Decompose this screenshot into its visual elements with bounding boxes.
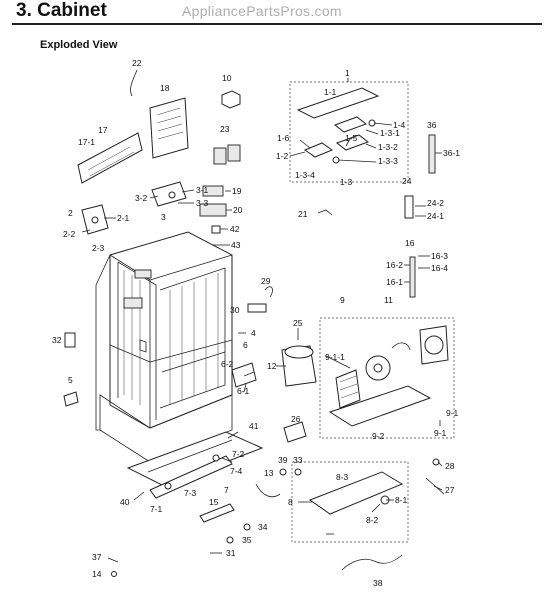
callout-6-1: 6-1 xyxy=(237,386,250,396)
callout-3-1: 3-1 xyxy=(196,185,209,195)
callout-20: 20 xyxy=(233,205,243,215)
callout-39: 39 xyxy=(278,455,288,465)
callout-22: 22 xyxy=(132,58,142,68)
callout-2: 2 xyxy=(68,208,73,218)
callout-36-1: 36-1 xyxy=(443,148,460,158)
callout-4: 4 xyxy=(251,328,256,338)
callout-36: 36 xyxy=(427,120,437,130)
callout-9-1-1: 9-1-1 xyxy=(325,352,345,362)
callout-17: 17 xyxy=(98,125,108,135)
callout-24: 24 xyxy=(402,176,412,186)
callout-7-2: 7-2 xyxy=(232,449,245,459)
callout-5: 5 xyxy=(68,375,73,385)
part-18-panel xyxy=(149,97,189,159)
callout-2-1: 2-1 xyxy=(117,213,130,223)
callout-26: 26 xyxy=(291,414,301,424)
callout-1: 1 xyxy=(345,68,350,78)
callout-9: 9 xyxy=(340,295,345,305)
section-subtitle: Exploded View xyxy=(40,39,118,51)
callout-11: 11 xyxy=(384,295,393,305)
callout-13: 13 xyxy=(264,468,274,478)
callout-1-6: 1-6 xyxy=(277,133,290,143)
callout-9-1: 9-1 xyxy=(446,408,459,418)
callout-7-3: 7-3 xyxy=(184,488,197,498)
callout-9-1-b: 9-1 xyxy=(434,428,447,438)
callout-7-4: 7-4 xyxy=(230,466,243,476)
callout-7-1: 7-1 xyxy=(150,504,163,514)
callout-14: 14 xyxy=(92,569,102,579)
callout-40: 40 xyxy=(120,497,130,507)
callout-1-1: 1-1 xyxy=(324,87,337,97)
callout-1-3-4: 1-3-4 xyxy=(295,170,315,180)
callout-8-2: 8-2 xyxy=(366,515,379,525)
part-1-assembly xyxy=(289,81,409,183)
callout-16-3: 16-3 xyxy=(431,251,448,261)
callout-23: 23 xyxy=(220,124,230,134)
callout-43: 43 xyxy=(231,240,241,250)
callout-3-2: 3-2 xyxy=(135,193,148,203)
callout-8-1: 8-1 xyxy=(395,495,408,505)
callout-1-5: 1-5 xyxy=(345,133,358,143)
cabinet-body xyxy=(95,231,233,463)
callout-8-3: 8-3 xyxy=(336,472,349,482)
part-7-base-assembly xyxy=(126,431,264,523)
callout-6: 6 xyxy=(243,340,248,350)
callout-18: 18 xyxy=(160,83,170,93)
callout-8: 8 xyxy=(288,497,293,507)
watermark: AppliancePartsPros.com xyxy=(182,3,342,19)
part-17-panel xyxy=(77,132,143,184)
callout-15: 15 xyxy=(209,497,219,507)
callout-35: 35 xyxy=(242,535,252,545)
page-header: 3. Cabinet AppliancePartsPros.com xyxy=(6,0,546,26)
callout-30: 30 xyxy=(230,305,240,315)
callout-17-1: 17-1 xyxy=(78,137,95,147)
callout-1-3: 1-3 xyxy=(340,177,353,187)
callout-10: 10 xyxy=(222,73,232,83)
callout-3: 3 xyxy=(161,212,166,222)
part-9-fan-assembly xyxy=(319,317,455,439)
callout-34: 34 xyxy=(258,522,268,532)
callout-27: 27 xyxy=(445,485,455,495)
callout-1-3-3: 1-3-3 xyxy=(378,156,398,166)
callout-29: 29 xyxy=(261,276,271,286)
callout-2-3: 2-3 xyxy=(92,243,105,253)
callout-25: 25 xyxy=(293,318,303,328)
small-parts xyxy=(63,69,445,577)
callout-31: 31 xyxy=(226,548,236,558)
page-title: 3. Cabinet xyxy=(16,0,107,21)
leader-lines xyxy=(81,78,443,513)
callout-32: 32 xyxy=(52,335,62,345)
callout-labels: 1 1-1 1-2 1-3 1-3-1 1-3-2 1-3-3 1-3-4 1-… xyxy=(52,58,460,588)
part-8-base-plate xyxy=(291,461,409,543)
callout-1-4: 1-4 xyxy=(393,120,406,130)
callout-6-2: 6-2 xyxy=(221,359,234,369)
callout-24-2: 24-2 xyxy=(427,198,444,208)
callout-12: 12 xyxy=(267,361,277,371)
callout-24-1: 24-1 xyxy=(427,211,444,221)
callout-7: 7 xyxy=(224,485,229,495)
callout-1-2: 1-2 xyxy=(276,151,289,161)
callout-21: 21 xyxy=(298,209,308,219)
callout-16-2: 16-2 xyxy=(386,260,403,270)
callout-33: 33 xyxy=(293,455,303,465)
callout-16-1: 16-1 xyxy=(386,277,403,287)
title-rule xyxy=(12,23,542,25)
callout-37: 37 xyxy=(92,552,102,562)
callout-1-3-2: 1-3-2 xyxy=(378,142,398,152)
callout-3-3: 3-3 xyxy=(196,198,209,208)
callout-16-4: 16-4 xyxy=(431,263,448,273)
callout-1-3-1: 1-3-1 xyxy=(380,128,400,138)
callout-42: 42 xyxy=(230,224,240,234)
callout-9-2: 9-2 xyxy=(372,431,385,441)
callout-41: 41 xyxy=(249,421,259,431)
callout-19: 19 xyxy=(232,186,242,196)
callout-28: 28 xyxy=(445,461,455,471)
callout-2-2: 2-2 xyxy=(63,229,76,239)
callout-38: 38 xyxy=(373,578,383,588)
callout-16: 16 xyxy=(405,238,415,248)
